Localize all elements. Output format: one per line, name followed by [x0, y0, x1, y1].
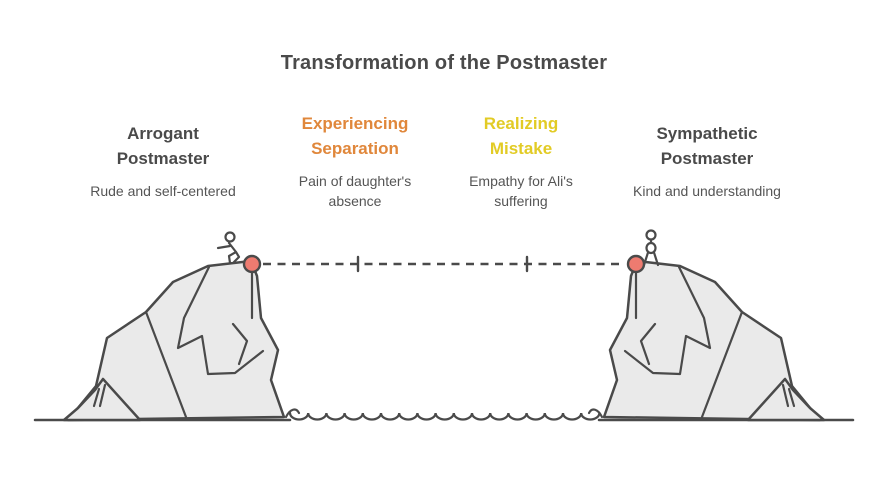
left-cliff: [62, 254, 301, 422]
water-wave: [288, 411, 601, 421]
stage-4-description: Kind and understanding: [633, 183, 781, 199]
stage-3-heading: Realizing Mistake: [483, 114, 559, 158]
stage-realizing-mistake: Realizing Mistake Empathy for Ali's suff…: [421, 111, 621, 211]
stage-sympathetic-postmaster: Sympathetic Postmaster Kind and understa…: [607, 121, 807, 201]
stage-2-heading: Experiencing Separation: [301, 114, 409, 158]
stage-2-description: Pain of daughter's absence: [298, 173, 412, 209]
standing-stick-figure: [642, 229, 660, 267]
right-cliff: [587, 254, 826, 422]
stage-1-description: Rude and self-centered: [90, 183, 236, 199]
stage-arrogant-postmaster: Arrogant Postmaster Rude and self-center…: [63, 121, 263, 201]
crouching-stick-figure: [216, 231, 241, 265]
stage-3-description: Empathy for Ali's suffering: [469, 173, 573, 209]
stage-experiencing-separation: Experiencing Separation Pain of daughter…: [255, 111, 455, 211]
stage-1-heading: Arrogant Postmaster: [116, 124, 210, 168]
stage-4-heading: Sympathetic Postmaster: [656, 124, 758, 168]
diagram-title: Transformation of the Postmaster: [280, 52, 608, 74]
